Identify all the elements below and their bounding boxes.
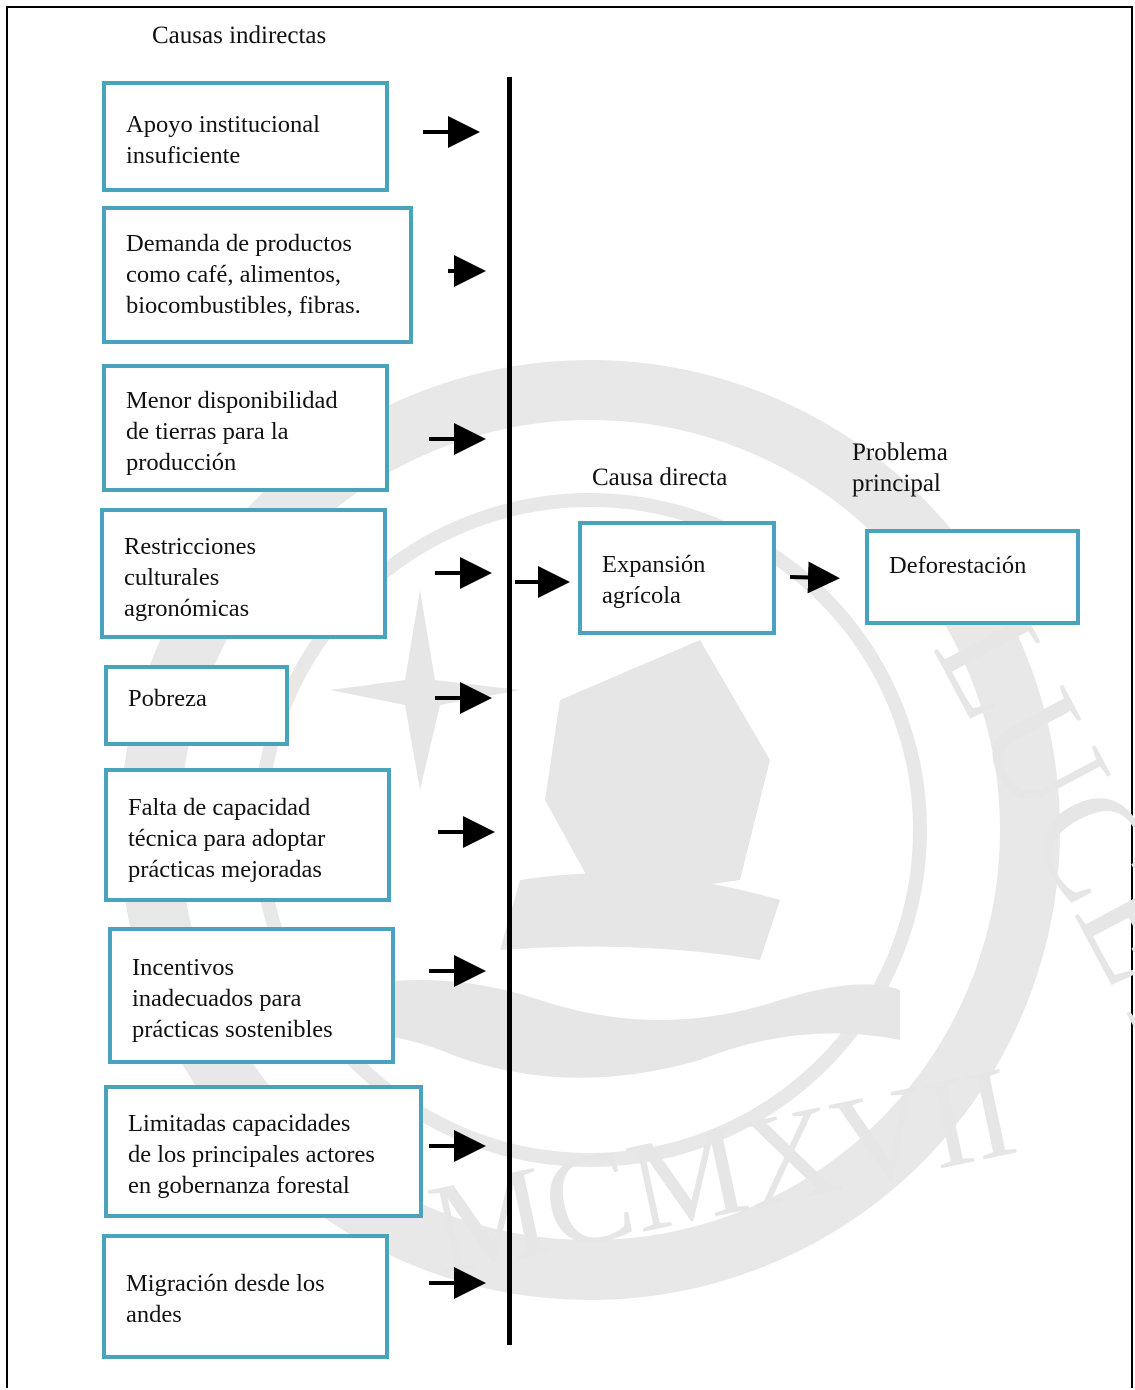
- indirect-cause-box: Migración desde los andes: [102, 1234, 389, 1359]
- indirect-cause-box: Incentivos inadecuados para prácticas so…: [108, 927, 395, 1064]
- main-problem-box: Deforestación: [865, 529, 1080, 625]
- indirect-cause-box: Menor disponibilidad de tierras para la …: [102, 364, 389, 492]
- indirect-cause-box: Limitadas capacidades de los principales…: [104, 1085, 423, 1218]
- indirect-cause-box: Apoyo institucional insuficiente: [102, 81, 389, 192]
- figure-frame: [6, 6, 1133, 1388]
- heading-indirect-causes: Causas indirectas: [152, 22, 327, 49]
- heading-direct-cause: Causa directa: [588, 462, 732, 493]
- cause-axis-line: [507, 77, 512, 1345]
- indirect-cause-box: Pobreza: [104, 665, 289, 746]
- indirect-cause-box: Demanda de productos como café, alimento…: [102, 206, 413, 344]
- indirect-cause-box: Falta de capacidad técnica para adoptar …: [104, 768, 391, 902]
- indirect-cause-box: Restricciones culturales agronómicas: [100, 508, 387, 639]
- direct-cause-box: Expansión agrícola: [578, 521, 776, 635]
- heading-main-problem: Problema principal: [852, 439, 948, 497]
- arrow: [789, 561, 840, 594]
